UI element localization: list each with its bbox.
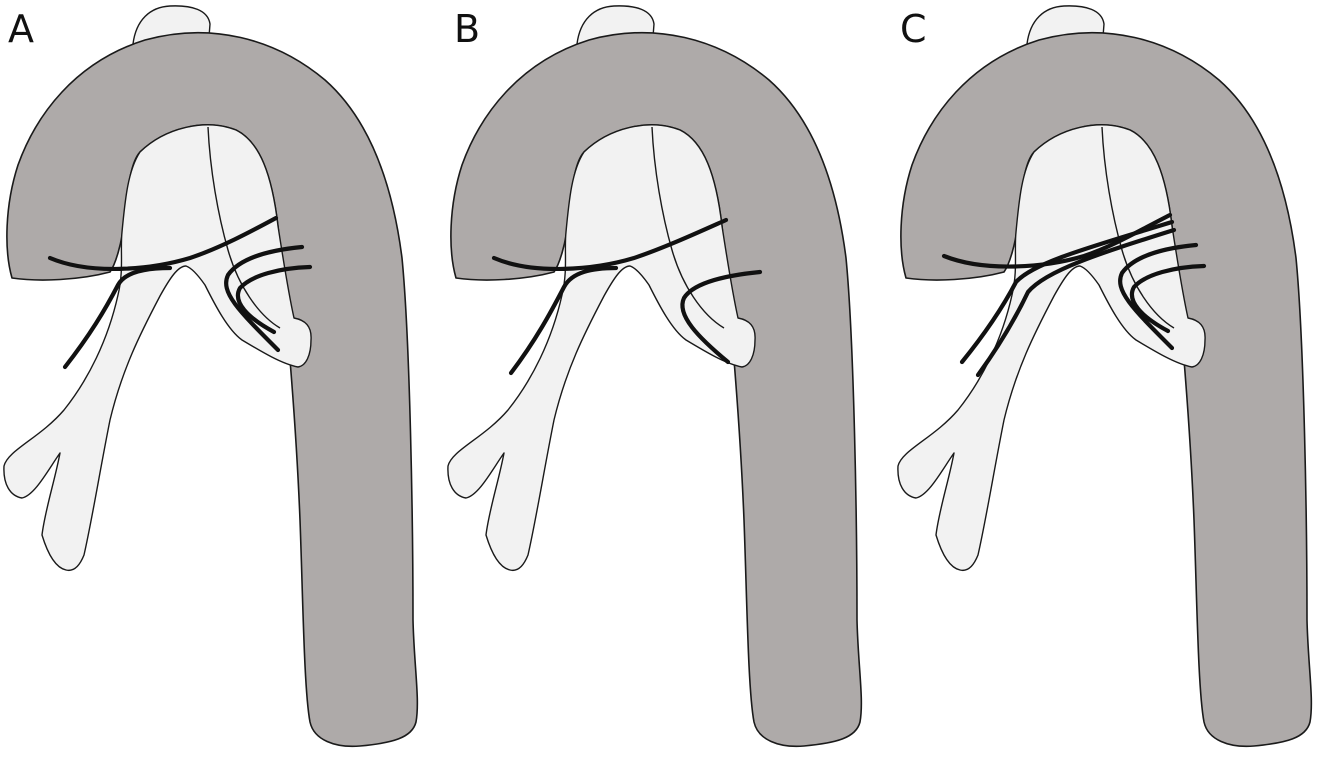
wire-down-branch-1 — [959, 219, 1175, 365]
guidewires-b — [491, 217, 763, 376]
guidewires-c — [941, 212, 1207, 378]
guidewires-a — [47, 215, 313, 370]
panel-label-a: A — [8, 7, 34, 51]
wire-curl-1 — [1118, 242, 1199, 351]
wire-down-branch — [62, 265, 173, 370]
panel-label-b: B — [454, 7, 480, 51]
wire-curl-2 — [235, 264, 313, 335]
wire-down-branch — [508, 265, 619, 376]
wire-curl-2 — [1129, 263, 1207, 334]
wire-arch-crossing — [491, 217, 729, 272]
wire-curl-1 — [224, 244, 305, 353]
panel-a: A — [3, 5, 419, 748]
wire-arch-crossing — [47, 215, 279, 272]
wire-down-branch-2 — [975, 227, 1177, 378]
panel-c: C — [897, 5, 1313, 748]
panel-label-c: C — [900, 7, 927, 51]
wire-curl-1 — [680, 269, 763, 365]
panel-b: B — [447, 5, 863, 748]
